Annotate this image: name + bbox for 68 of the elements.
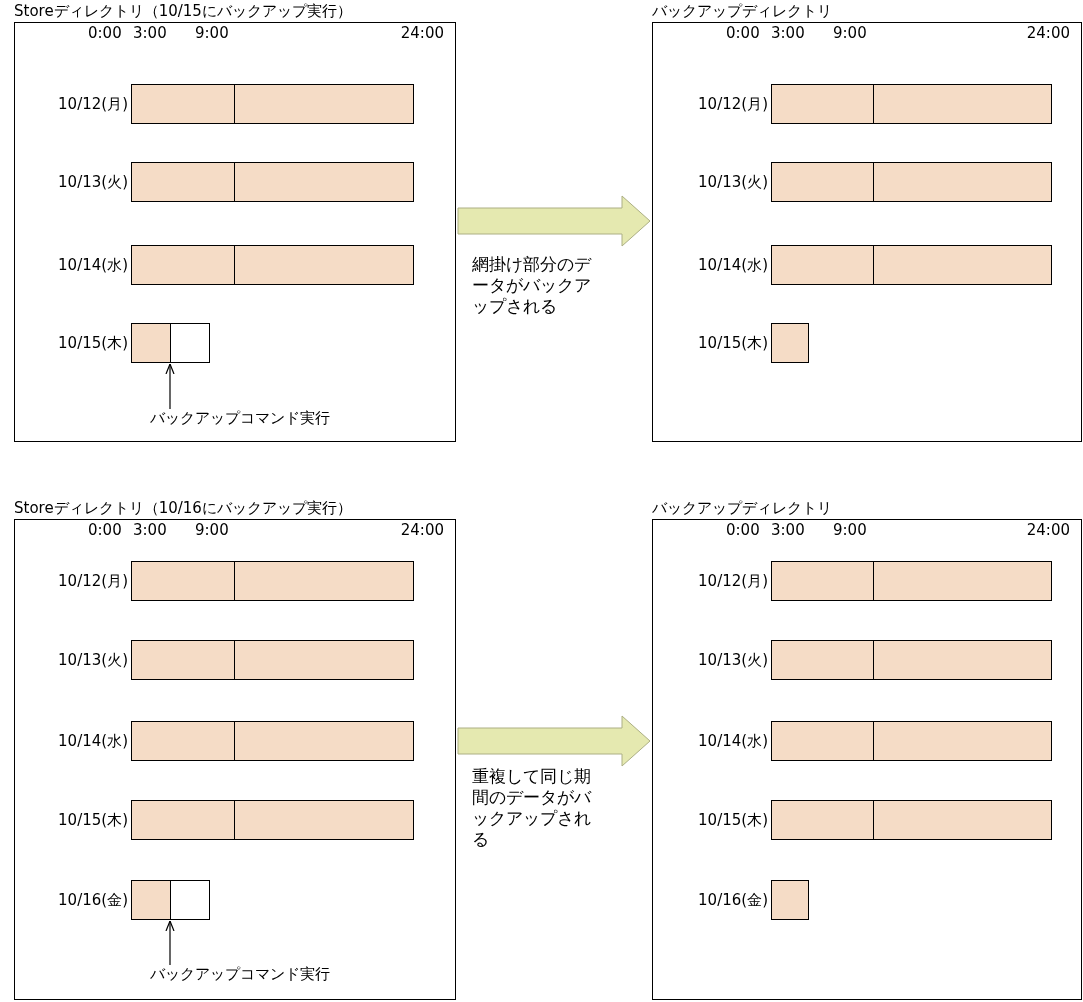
time-label: 24:00 (400, 24, 444, 42)
time-bar (771, 323, 809, 363)
block-arrow (457, 195, 651, 247)
date-label: 10/12(月) (698, 571, 768, 592)
time-label: 0:00 (726, 24, 760, 42)
time-bar (771, 162, 1052, 202)
date-label: 10/15(木) (58, 333, 128, 354)
time-label: 24:00 (1026, 24, 1070, 42)
time-bar (131, 800, 414, 840)
date-label: 10/16(金) (58, 890, 128, 911)
time-bar (131, 245, 414, 285)
time-bar (131, 721, 414, 761)
time-label: 0:00 (726, 521, 760, 539)
time-bar (771, 561, 1052, 601)
date-label: 10/15(木) (58, 810, 128, 831)
date-label: 10/13(火) (698, 650, 768, 671)
time-bar (131, 561, 414, 601)
date-label: 10/14(水) (58, 731, 128, 752)
directory-panel (14, 499, 456, 1000)
time-bar (771, 721, 1052, 761)
directory-panel (652, 499, 1082, 1000)
date-label: 10/13(火) (698, 172, 768, 193)
time-label: 9:00 (833, 24, 867, 42)
panel-title: Storeディレクトリ（10/15にバックアップ実行） (14, 2, 352, 20)
panel-title: Storeディレクトリ（10/16にバックアップ実行） (14, 499, 352, 517)
time-bar (771, 640, 1052, 680)
edge-label: 重複して同じ期間のデータがバックアップされる (472, 766, 594, 850)
time-bar (131, 84, 414, 124)
date-label: 10/12(月) (698, 94, 768, 115)
time-bar (131, 162, 414, 202)
time-bar (771, 245, 1052, 285)
date-label: 10/12(月) (58, 94, 128, 115)
time-label: 0:00 (88, 521, 122, 539)
time-bar (771, 880, 809, 920)
time-label: 9:00 (833, 521, 867, 539)
date-label: 10/16(金) (698, 890, 768, 911)
date-label: 10/15(木) (698, 810, 768, 831)
arrow (165, 920, 175, 966)
time-label: 0:00 (88, 24, 122, 42)
date-label: 10/14(水) (698, 255, 768, 276)
date-label: 10/14(水) (698, 731, 768, 752)
time-bar (771, 84, 1052, 124)
time-label: 9:00 (195, 24, 229, 42)
time-label: 3:00 (133, 24, 167, 42)
time-label: 3:00 (771, 24, 805, 42)
date-label: 10/13(火) (58, 172, 128, 193)
block-arrow (457, 715, 651, 767)
time-bar (131, 880, 210, 920)
time-label: 24:00 (400, 521, 444, 539)
panel-title: バックアップディレクトリ (652, 2, 832, 20)
annotation-text: バックアップコマンド実行 (150, 965, 330, 983)
date-label: 10/15(木) (698, 333, 768, 354)
panel-title: バックアップディレクトリ (652, 499, 832, 517)
time-label: 9:00 (195, 521, 229, 539)
edge-label: 網掛け部分のデータがバックアップされる (472, 254, 594, 317)
time-label: 24:00 (1026, 521, 1070, 539)
date-label: 10/12(月) (58, 571, 128, 592)
time-bar (131, 640, 414, 680)
date-label: 10/14(水) (58, 255, 128, 276)
time-label: 3:00 (133, 521, 167, 539)
time-bar (771, 800, 1052, 840)
directory-panel (652, 2, 1082, 442)
directory-panel (14, 2, 456, 442)
arrow (165, 363, 175, 410)
time-label: 3:00 (771, 521, 805, 539)
date-label: 10/13(火) (58, 650, 128, 671)
time-bar (131, 323, 210, 363)
annotation-text: バックアップコマンド実行 (150, 409, 330, 427)
